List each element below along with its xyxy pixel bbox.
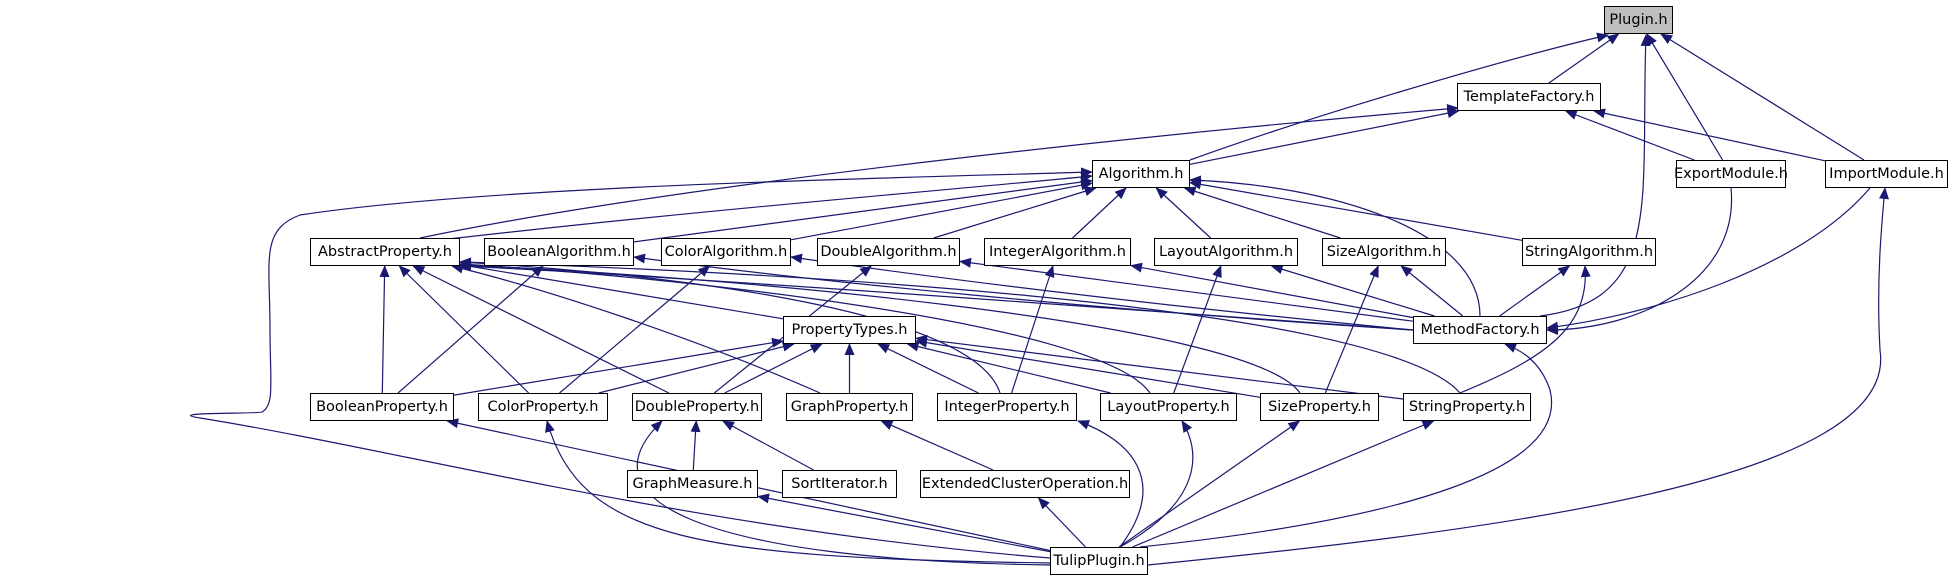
node-graphproperty-h[interactable]: GraphProperty.h [786, 393, 913, 421]
node-sizeproperty-h[interactable]: SizeProperty.h [1260, 393, 1379, 421]
edge-tulip-plugin-to-size-property [1118, 420, 1301, 548]
edge-size-property-to-size-algorithm [1324, 265, 1379, 394]
edge-color-property-to-color-algorithm [559, 265, 711, 394]
edge-method-factory-to-plugin [1539, 34, 1651, 317]
node-stringproperty-h[interactable]: StringProperty.h [1403, 393, 1531, 421]
edge-tulip-plugin-to-method-factory [1139, 343, 1553, 548]
edge-double-property-to-property-types [724, 343, 823, 394]
node-layoutproperty-h[interactable]: LayoutProperty.h [1100, 393, 1237, 421]
node-coloralgorithm-h[interactable]: ColorAlgorithm.h [661, 238, 791, 266]
edge-integer-property-to-integer-algorithm [1011, 265, 1055, 394]
node-integerproperty-h[interactable]: IntegerProperty.h [937, 393, 1077, 421]
edge-string-algorithm-to-algorithm [1189, 179, 1523, 241]
edge-import-module-to-method-factory [1546, 187, 1871, 332]
edge-boolean-property-to-boolean-algorithm [397, 265, 544, 394]
node-plugin-h[interactable]: Plugin.h [1604, 6, 1673, 34]
edge-import-module-to-plugin [1660, 33, 1865, 161]
edge-method-factory-to-integer-algorithm [1130, 262, 1414, 319]
node-sortiterator-h[interactable]: SortIterator.h [782, 470, 897, 498]
edge-boolean-algorithm-to-algorithm [633, 177, 1093, 243]
edge-graph-property-to-abstract-property [451, 263, 821, 394]
node-sizealgorithm-h[interactable]: SizeAlgorithm.h [1322, 238, 1446, 266]
edge-algorithm-to-plugin [1189, 32, 1609, 161]
node-integeralgorithm-h[interactable]: IntegerAlgorithm.h [984, 238, 1131, 266]
edge-size-property-to-property-types [915, 337, 1261, 398]
edge-string-property-to-string-algorithm [1459, 265, 1591, 394]
edge-abstract-property-to-algorithm [439, 172, 1093, 241]
edge-method-factory-to-size-algorithm [1400, 265, 1464, 317]
edge-property-types-to-abstract-property [459, 261, 784, 320]
node-stringalgorithm-h[interactable]: StringAlgorithm.h [1522, 238, 1656, 266]
edge-tulip-plugin-to-graph-measure [757, 493, 1051, 553]
edge-tulip-plugin-to-integer-property [1077, 420, 1144, 548]
node-abstractproperty-h[interactable]: AbstractProperty.h [310, 238, 460, 266]
node-graphmeasure-h[interactable]: GraphMeasure.h [627, 470, 758, 498]
edge-tulip-plugin-to-extended-cluster-operation [1037, 497, 1086, 548]
node-doubleproperty-h[interactable]: DoubleProperty.h [632, 393, 762, 421]
edge-tulip-plugin-to-layout-property [1119, 420, 1194, 548]
edge-size-property-to-abstract-property [459, 260, 1301, 394]
edge-method-factory-to-abstract-property [459, 261, 1414, 331]
edge-import-module-to-template-factory [1593, 108, 1826, 162]
edge-export-module-to-plugin [1646, 33, 1724, 161]
edge-extended-cluster-operation-to-graph-property [880, 420, 994, 471]
node-booleanalgorithm-h[interactable]: BooleanAlgorithm.h [484, 238, 634, 266]
edge-abstract-property-to-template-factory [419, 103, 1459, 239]
edge-color-property-to-abstract-property [398, 265, 530, 394]
node-layoutalgorithm-h[interactable]: LayoutAlgorithm.h [1154, 238, 1298, 266]
edge-algorithm-to-template-factory [1189, 108, 1460, 165]
edge-integer-property-to-abstract-property [459, 257, 1001, 394]
edge-color-property-to-property-types [598, 341, 795, 394]
node-tulipplugin-h[interactable]: TulipPlugin.h [1050, 547, 1148, 575]
edge-export-module-to-method-factory [1546, 187, 1733, 335]
node-importmodule-h[interactable]: ImportModule.h [1825, 160, 1948, 188]
edge-layout-algorithm-to-algorithm [1155, 187, 1212, 239]
edge-layout-property-to-property-types [906, 341, 1111, 394]
node-templatefactory-h[interactable]: TemplateFactory.h [1457, 83, 1601, 111]
edge-tulip-plugin-to-import-module [1147, 187, 1889, 566]
edge-double-property-to-abstract-property [412, 265, 670, 394]
edge-method-factory-to-double-algorithm [959, 257, 1414, 322]
edge-method-factory-to-layout-algorithm [1270, 264, 1435, 317]
edge-string-property-to-property-types [915, 334, 1404, 400]
edge-boolean-property-to-abstract-property [379, 265, 390, 394]
edge-method-factory-to-algorithm [1189, 175, 1481, 317]
node-doublealgorithm-h[interactable]: DoubleAlgorithm.h [817, 238, 960, 266]
node-propertytypes-h[interactable]: PropertyTypes.h [783, 316, 916, 344]
edge-integer-property-to-property-types [877, 343, 979, 394]
node-booleanproperty-h[interactable]: BooleanProperty.h [310, 393, 454, 421]
node-methodfactory-h[interactable]: MethodFactory.h [1413, 316, 1547, 344]
edge-boolean-property-to-property-types [453, 337, 784, 396]
edge-string-property-to-abstract-property [459, 257, 1461, 394]
node-exportmodule-h[interactable]: ExportModule.h [1674, 160, 1788, 188]
edge-layout-property-to-layout-algorithm [1173, 265, 1222, 394]
edge-color-algorithm-to-algorithm [790, 180, 1093, 241]
node-colorproperty-h[interactable]: ColorProperty.h [478, 393, 608, 421]
edge-tulip-plugin-to-string-property [1132, 420, 1435, 548]
edge-method-factory-to-string-algorithm [1499, 265, 1571, 317]
node-algorithm-h[interactable]: Algorithm.h [1092, 160, 1190, 188]
edge-tulip-plugin-to-algorithm [189, 167, 1093, 559]
node-extendedclusteroperation-h[interactable]: ExtendedClusterOperation.h [920, 470, 1130, 498]
edge-sort-iterator-to-double-property [722, 420, 814, 471]
edge-tulip-plugin-to-double-property [636, 420, 1051, 566]
edge-export-module-to-template-factory [1564, 110, 1695, 161]
edge-double-algorithm-to-algorithm [933, 186, 1097, 239]
edge-integer-algorithm-to-algorithm [1072, 187, 1127, 239]
edge-size-algorithm-to-algorithm [1183, 186, 1341, 239]
edge-graph-measure-to-double-property [690, 420, 701, 471]
